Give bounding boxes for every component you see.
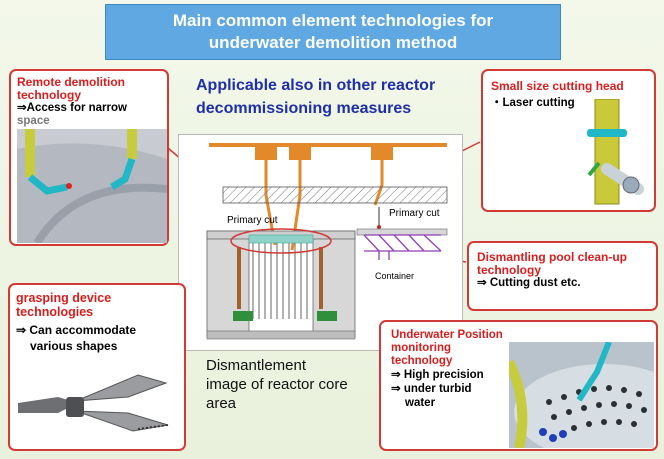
grasping-text-1: ⇒ Can accommodate [16, 323, 137, 337]
title-line-1: Main common element technologies for [172, 11, 494, 30]
position-text-3: water [405, 397, 436, 409]
remote-heading-1: Remote demolition [17, 75, 126, 89]
remote-arm-image [17, 129, 167, 243]
grasping-device-box: grasping device technologies ⇒ Can accom… [8, 283, 186, 451]
core-internals [252, 243, 308, 319]
position-heading-2: technology [391, 355, 453, 367]
position-text-1: ⇒ High precision [391, 369, 484, 381]
label-primary-cut-right: Primary cut [389, 208, 440, 219]
title-line-2: underwater demolition method [208, 33, 458, 52]
platform-right [356, 228, 448, 236]
caption-line-1: Dismantlement [206, 357, 307, 374]
cutting-head-box: Small size cutting head ・Laser cutting [481, 69, 656, 212]
bottom-block-right [317, 311, 337, 321]
grasping-heading-2: technologies [16, 305, 94, 319]
subtitle-line-1: Applicable also in other reactor [196, 77, 436, 94]
caption-line-2: image of reactor core [206, 376, 348, 393]
reactor-core-diagram: Primary cut Primary cut [178, 134, 463, 351]
operating-floor [222, 186, 448, 204]
position-heading-1: Underwater Position monitoring [391, 329, 503, 354]
bottom-block-left [233, 311, 253, 321]
subtitle: Applicable also in other reactor decommi… [196, 74, 441, 120]
manipulator-head-2 [289, 147, 311, 160]
pool-heading-1: Dismantling pool clean-up [477, 250, 628, 264]
underwater-monitoring-image [509, 342, 654, 448]
cutting-head-heading: Small size cutting head [491, 79, 624, 93]
manipulator-head-1 [255, 147, 277, 160]
pool-heading-2: technology [477, 263, 542, 277]
reactor-diagram-svg: Primary cut Primary cut [206, 143, 448, 340]
cutting-head-image [587, 99, 644, 205]
container-frame [363, 234, 442, 260]
label-primary-cut-left: Primary cut [227, 215, 278, 226]
pool-text: ⇒ Cutting dust etc. [477, 277, 581, 289]
remote-text-1: ⇒Access for narrow [17, 102, 127, 114]
subtitle-line-2: decommissioning measures [196, 100, 412, 117]
vessel-wall-left [206, 230, 250, 338]
caption-line-3: area [206, 395, 237, 412]
primary-cut-ellipse [230, 228, 332, 254]
manipulator-head-3 [371, 147, 393, 160]
label-container: Container [375, 271, 414, 281]
position-text-2: ⇒ under turbid [391, 383, 472, 395]
grasping-heading-1: grasping device [16, 291, 112, 305]
page-title: Main common element technologies for und… [105, 4, 561, 60]
crane-rail [209, 143, 447, 147]
remote-demolition-box: Remote demolition technology ⇒Access for… [9, 69, 169, 246]
pool-cleanup-box: Dismantling pool clean-up technology ⇒ C… [467, 241, 658, 311]
remote-heading-2: technology [17, 88, 82, 102]
remote-text-2: space [17, 115, 50, 127]
cutting-head-text: ・Laser cutting [491, 97, 575, 109]
grasping-device-image [18, 363, 180, 447]
diagram-caption: Dismantlement image of reactor core area [206, 356, 381, 413]
position-monitoring-box: Underwater Position monitoring technolog… [379, 320, 658, 451]
grasping-text-2: various shapes [30, 339, 118, 353]
